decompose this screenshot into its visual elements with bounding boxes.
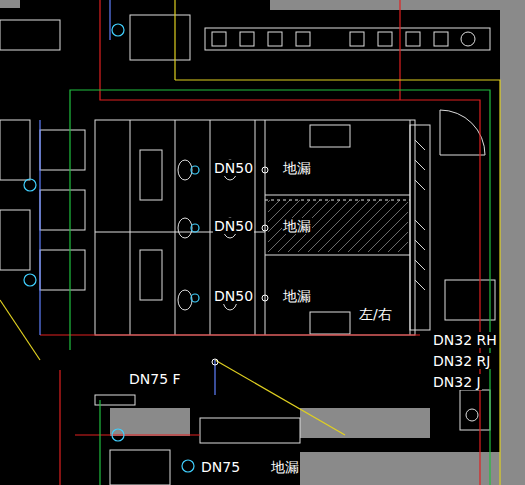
note-label: 地漏 — [282, 160, 312, 176]
note-label: 地漏 — [270, 459, 300, 475]
pipe-size-label: DN32 RJ — [432, 353, 491, 369]
pipe-size-label: DN50 — [213, 160, 254, 176]
note-label: 地漏 — [282, 288, 312, 304]
pipe-size-label: DN32 J — [432, 374, 482, 390]
pipe-size-label: DN50 — [213, 288, 254, 304]
pipe-size-label: DN50 — [213, 218, 254, 234]
note-label: 左/右 — [358, 306, 393, 322]
pipe-size-label: DN75 F — [128, 371, 182, 387]
note-label: 地漏 — [282, 218, 312, 234]
pipe-size-label: DN32 RH — [432, 332, 498, 348]
pipe-size-label: DN75 — [200, 459, 241, 475]
